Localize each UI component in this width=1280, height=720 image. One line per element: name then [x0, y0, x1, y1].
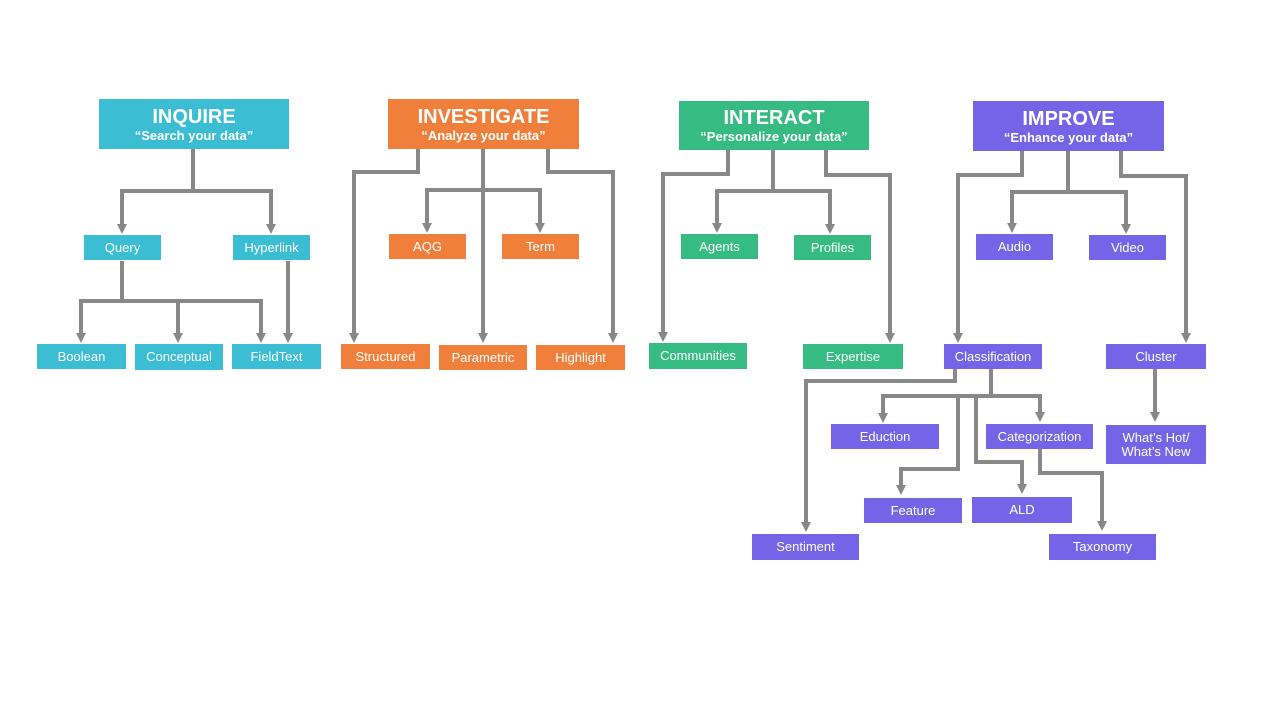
- node-conceptual: Conceptual: [135, 344, 223, 370]
- node-aqg: AQG: [389, 234, 466, 259]
- inquire-subtitle: “Search your data”: [134, 127, 254, 143]
- whats-hot-line-1: What’s Hot/: [1122, 429, 1190, 445]
- improve-title: IMPROVE: [1022, 107, 1115, 130]
- node-expertise: Expertise: [803, 344, 903, 369]
- node-categorization: Categorization: [986, 424, 1093, 449]
- node-classification: Classification: [944, 344, 1042, 369]
- node-sentiment: Sentiment: [752, 534, 859, 560]
- investigate-title: INVESTIGATE: [417, 105, 550, 128]
- node-taxonomy: Taxonomy: [1049, 534, 1156, 560]
- improve-subtitle: “Enhance your data”: [1003, 129, 1134, 145]
- investigate-subtitle: “Analyze your data”: [421, 127, 546, 143]
- node-video: Video: [1089, 235, 1166, 260]
- node-parametric: Parametric: [439, 345, 527, 370]
- node-structured: Structured: [341, 344, 430, 369]
- node-term: Term: [502, 234, 579, 259]
- interact-title: INTERACT: [723, 107, 825, 129]
- investigate-header: INVESTIGATE “Analyze your data”: [388, 99, 579, 149]
- node-cluster: Cluster: [1106, 344, 1206, 369]
- node-audio: Audio: [976, 234, 1053, 260]
- node-query: Query: [84, 235, 161, 260]
- improve-header: IMPROVE “Enhance your data”: [973, 101, 1164, 151]
- node-feature: Feature: [864, 498, 962, 523]
- node-highlight: Highlight: [536, 345, 625, 370]
- inquire-title: INQUIRE: [152, 105, 236, 128]
- node-eduction: Eduction: [831, 424, 939, 449]
- node-profiles: Profiles: [794, 235, 871, 260]
- interact-subtitle: “Personalize your data”: [700, 129, 848, 144]
- node-ald: ALD: [972, 497, 1072, 523]
- node-whats-hot: What’s Hot/ What’s New: [1106, 425, 1206, 464]
- node-hyperlink: Hyperlink: [233, 235, 310, 260]
- node-fieldtext: FieldText: [232, 344, 321, 369]
- node-boolean: Boolean: [37, 344, 126, 369]
- interact-header: INTERACT “Personalize your data”: [679, 101, 869, 150]
- whats-hot-line-2: What’s New: [1121, 443, 1191, 459]
- inquire-header: INQUIRE “Search your data”: [99, 99, 289, 149]
- node-agents: Agents: [681, 234, 758, 259]
- node-communities: Communities: [649, 343, 747, 369]
